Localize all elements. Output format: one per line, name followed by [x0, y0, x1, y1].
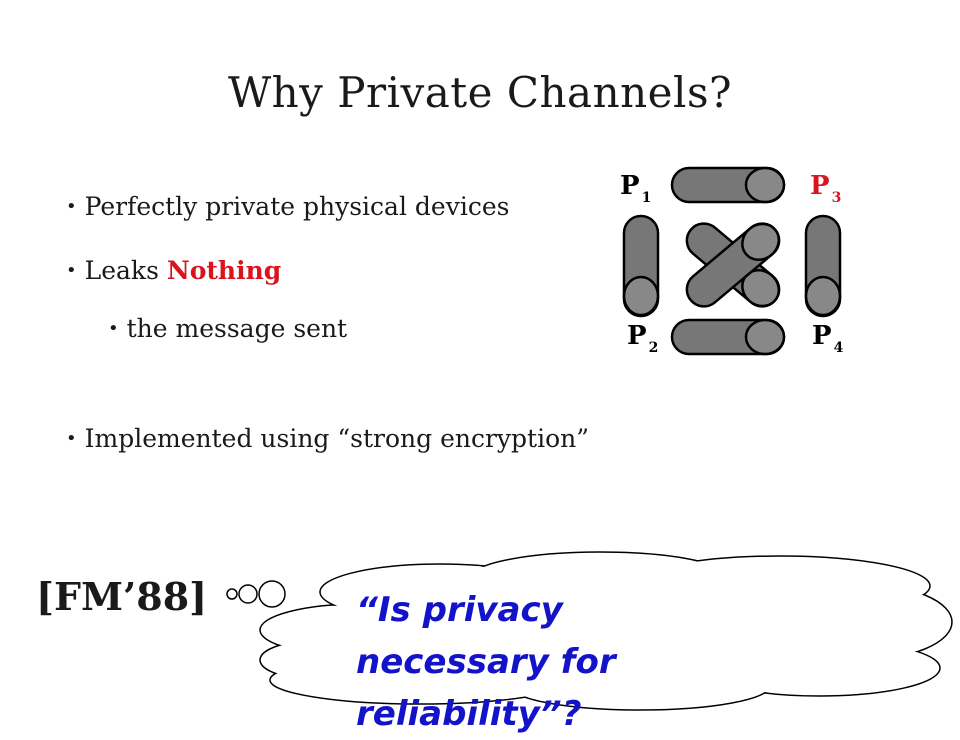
citation-fm88: [FM’88] [36, 574, 208, 619]
channel-p2-p3 [685, 222, 781, 308]
bullet-marker: • [66, 196, 77, 217]
bullet-strong-encryption: • Implemented using “strong encryption” [66, 424, 589, 453]
bullet-marker: • [108, 318, 119, 339]
bullet-marker: • [66, 260, 77, 281]
quote-line-3: reliability”? [356, 694, 582, 734]
sub-bullet-message-sent: • the message sent [108, 314, 347, 343]
channel-p3-p4 [804, 214, 842, 318]
thought-cloud-fill [261, 553, 951, 709]
bullet-marker: • [66, 428, 77, 449]
slide-title: Why Private Channels? [227, 68, 733, 118]
quote-line-2: necessary for [356, 642, 616, 682]
thought-trail [226, 580, 286, 608]
channel-p1-p2 [622, 214, 660, 318]
channel-p1-p3 [670, 166, 786, 204]
bullet-text: Leaks [84, 256, 167, 285]
bullet-physical-devices: • Perfectly private physical devices [66, 192, 509, 221]
bullet-leaks-nothing: • Leaks Nothing [66, 256, 281, 285]
quote-line-1: “Is privacy [356, 590, 563, 630]
channel-p2-p4 [670, 318, 786, 356]
bullet-text: the message sent [126, 314, 348, 343]
highlight-nothing: Nothing [166, 256, 282, 285]
bullet-text: Implemented using “strong encryption” [84, 424, 590, 453]
thought-quote: “Is privacy necessary for reliability”? [356, 584, 716, 740]
bullet-text: Perfectly private physical devices [84, 192, 510, 221]
